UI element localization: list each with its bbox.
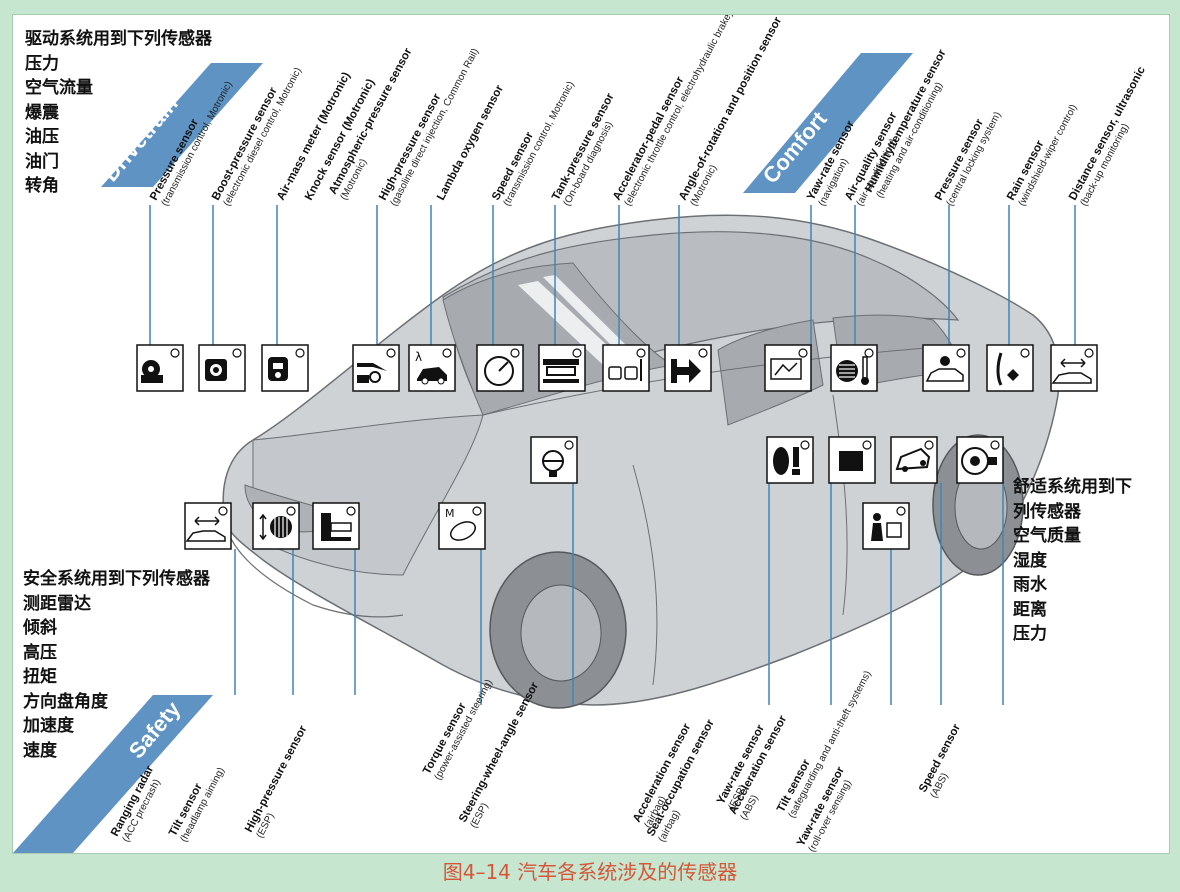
rollover-icon (890, 436, 938, 484)
drivetrain-list-title: 驱动系统用到下列传感器 (25, 29, 212, 49)
engine-pressure-icon (198, 344, 246, 392)
hood (252, 414, 484, 576)
rain-icon (986, 344, 1034, 392)
speedometer-icon (476, 344, 524, 392)
comfort-sensor-label: Distance sensor, ultrasonic(back-up moni… (1067, 64, 1159, 208)
safety-list-item: 倾斜 (23, 618, 57, 638)
safety-list-item: 方向盘角度 (23, 691, 108, 712)
ultrasonic-distance-icon (1050, 344, 1098, 392)
drivetrain-list-item: 转角 (25, 176, 59, 196)
comfort-list: 舒适系统用到下 列传感器 空气质量 湿度 雨水 距离 压力 (1013, 475, 1132, 647)
comfort-sensor-label: Pressure sensor(central locking system) (933, 104, 1003, 208)
navigation-icon (764, 344, 812, 392)
safety-list-title: 安全系统用到下列传感器 (23, 569, 210, 589)
comfort-list-item: 雨水 (1013, 575, 1047, 595)
torque-icon: M (438, 502, 486, 550)
safety-list: 安全系统用到下列传感器 测距雷达 倾斜 高压 扭矩 方向盘角度 加速度 速度 (23, 567, 210, 763)
steering-wheel-icon (530, 436, 578, 484)
comfort-sensor-label: Rain sensor(windshield-wiper control) (1005, 97, 1079, 208)
comfort-list-item: 距离 (1013, 599, 1047, 620)
front-wheel-hub (520, 584, 602, 682)
comfort-list-item: 空气质量 (1013, 526, 1081, 546)
accelerator-pedal-icon (602, 344, 650, 392)
door-line (632, 464, 658, 686)
engine-airmass-icon (261, 344, 309, 392)
comfort-list-item: 压力 (1013, 624, 1047, 644)
safety-list-item: 加速度 (23, 716, 74, 736)
thermometer-icon (830, 344, 878, 392)
safety-list-item: 高压 (23, 642, 57, 663)
leader-lines (149, 205, 1076, 705)
central-locking-icon (922, 344, 970, 392)
svg-text:λ: λ (415, 350, 422, 364)
safety-list-item: 扭矩 (23, 667, 57, 687)
drivetrain-list-item: 空气流量 (25, 78, 93, 98)
safety-sensor-label: Tilt sensor(headlamp aiming) (167, 760, 227, 844)
fuel-tank-icon (538, 344, 586, 392)
drivetrain-list-item: 油门 (25, 151, 59, 172)
comfort-list-title-2: 列传感器 (1013, 501, 1081, 522)
comfort-list-item: 湿度 (1013, 550, 1047, 571)
airbag-icon (766, 436, 814, 484)
door-line-2 (832, 394, 848, 616)
comfort-list-title: 舒适系统用到下 (1013, 477, 1132, 497)
safety-sensor-label: Torque sensor(power-assisted steering) (421, 672, 495, 782)
drivetrain-list: 驱动系统用到下列传感器 压力 空气流量 爆震 油压 油门 转角 (25, 27, 212, 199)
wheel-speed-icon (956, 436, 1004, 484)
ranging-radar-icon (184, 502, 232, 550)
figure-caption: 图4–14 汽车各系统涉及的传感器 (442, 860, 738, 884)
sensor-diagram: Drivetrain Comfort Safety λM Pressure se… (13, 15, 1159, 853)
headlamp-tilt-icon (252, 502, 300, 550)
drivetrain-list-item: 压力 (25, 53, 59, 74)
rotation-angle-icon (664, 344, 712, 392)
anti-theft-icon (862, 502, 910, 550)
front-bumper (224, 519, 404, 618)
drivetrain-list-item: 爆震 (25, 102, 59, 123)
drivetrain-sensor-label: Accelerator-pedal sensor(electronic thro… (611, 15, 735, 208)
safety-sensor-label: High-pressure sensor(ESP) (243, 723, 320, 840)
safety-sensor-label: Speed sensor(ABS) (917, 722, 974, 800)
safety-list-item: 速度 (23, 740, 57, 761)
windshield-glare (518, 281, 623, 365)
fuel-injector-icon (352, 344, 400, 392)
brake-pressure-icon (312, 502, 360, 550)
gear-machinery-icon (136, 344, 184, 392)
windshield-glare-2 (543, 275, 638, 360)
lambda-exhaust-icon: λ (408, 344, 456, 392)
svg-text:M: M (445, 507, 455, 520)
safety-list-item: 测距雷达 (23, 593, 91, 614)
drivetrain-list-item: 油压 (25, 127, 59, 147)
acceleration-icon (828, 436, 876, 484)
sensor-icons: λM (136, 344, 1098, 550)
